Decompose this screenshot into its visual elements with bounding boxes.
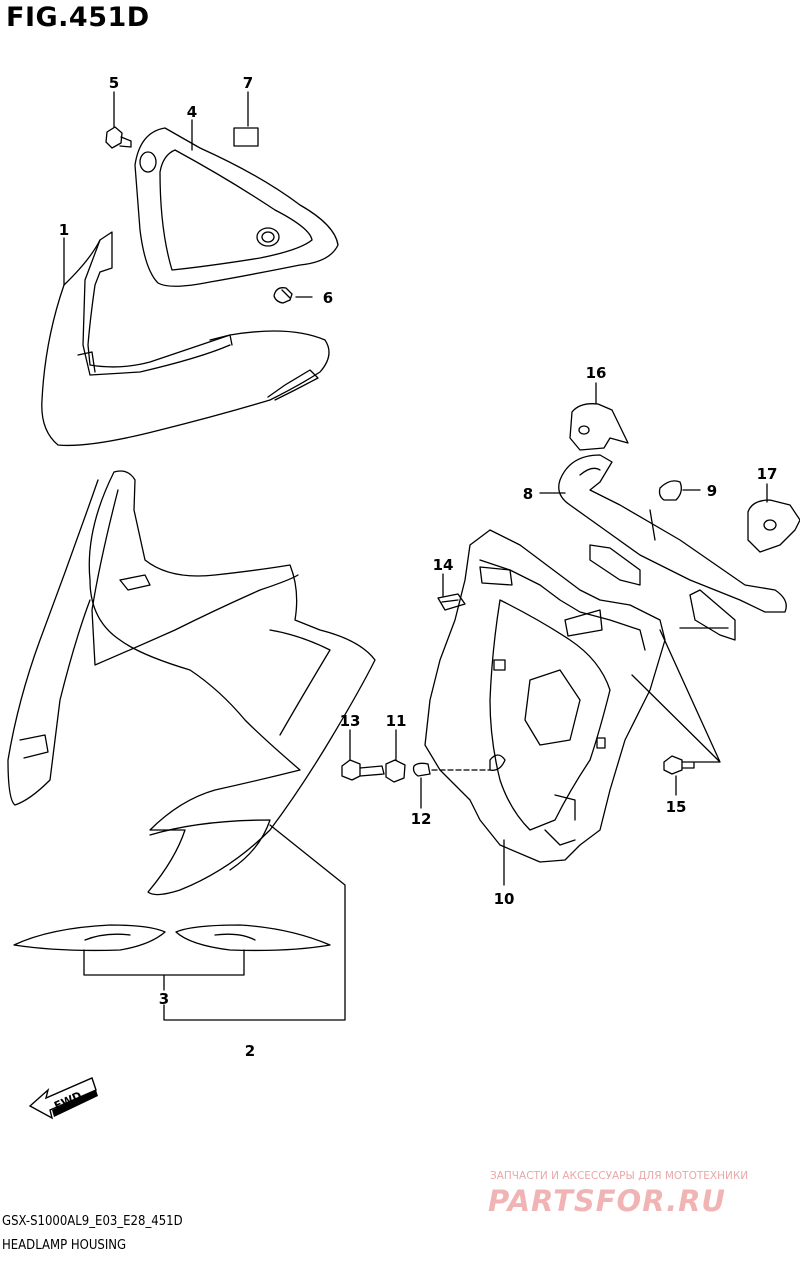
callout-8[interactable]: 8 (523, 485, 533, 503)
part-4-cover[interactable] (134, 127, 339, 287)
leader-part-2 (163, 824, 346, 1021)
part-6-clip[interactable] (273, 287, 293, 304)
callout-2[interactable]: 2 (245, 1042, 255, 1060)
part-5-screw[interactable] (105, 126, 132, 149)
leader-part-3 (83, 949, 245, 991)
callout-14[interactable]: 14 (433, 556, 454, 574)
watermark-tagline: ЗАПЧАСТИ И АКСЕССУАРЫ ДЛЯ МОТОТЕХНИКИ (490, 1170, 749, 1182)
part-2-front-cowl[interactable] (7, 470, 376, 896)
part-17-bracket-cap[interactable] (747, 499, 800, 553)
callout-3[interactable]: 3 (159, 990, 169, 1008)
part-15-bolt[interactable] (663, 755, 695, 775)
callout-15[interactable]: 15 (666, 798, 687, 816)
part-3-side-panels[interactable] (13, 924, 331, 952)
callout-7[interactable]: 7 (243, 74, 253, 92)
callout-9[interactable]: 9 (707, 482, 717, 500)
fwd-arrow-icon: FWD (28, 1077, 98, 1120)
part-10-housing[interactable] (424, 529, 666, 863)
part-1-upper-cowl[interactable] (41, 231, 330, 447)
part-8-stay[interactable] (558, 454, 787, 641)
part-9-grommet[interactable] (658, 480, 682, 501)
part-14-clip-nut[interactable] (437, 593, 466, 611)
callout-12[interactable]: 12 (411, 810, 432, 828)
callout-11[interactable]: 11 (386, 712, 407, 730)
figure-title: FIG.451D (6, 2, 150, 33)
callout-17[interactable]: 17 (757, 465, 778, 483)
callout-6[interactable]: 6 (323, 289, 333, 307)
model-code: GSX-S1000AL9_E03_E28_451D (2, 1214, 183, 1229)
callout-10[interactable]: 10 (494, 890, 515, 908)
callout-5[interactable]: 5 (109, 74, 119, 92)
watermark-logo: PARTSFOR.RU (488, 1184, 726, 1218)
part-12-collar[interactable] (412, 762, 431, 777)
part-16-bracket-cap[interactable] (569, 403, 629, 451)
part-7-label[interactable] (233, 127, 259, 147)
callout-13[interactable]: 13 (340, 712, 361, 730)
callout-16[interactable]: 16 (586, 364, 607, 382)
part-13-bolt[interactable] (341, 759, 385, 781)
callout-4[interactable]: 4 (187, 103, 197, 121)
callout-1[interactable]: 1 (59, 221, 69, 239)
section-name: HEADLAMP HOUSING (2, 1238, 127, 1253)
assembly-line-15 (631, 629, 721, 763)
part-11-nut[interactable] (385, 759, 406, 783)
